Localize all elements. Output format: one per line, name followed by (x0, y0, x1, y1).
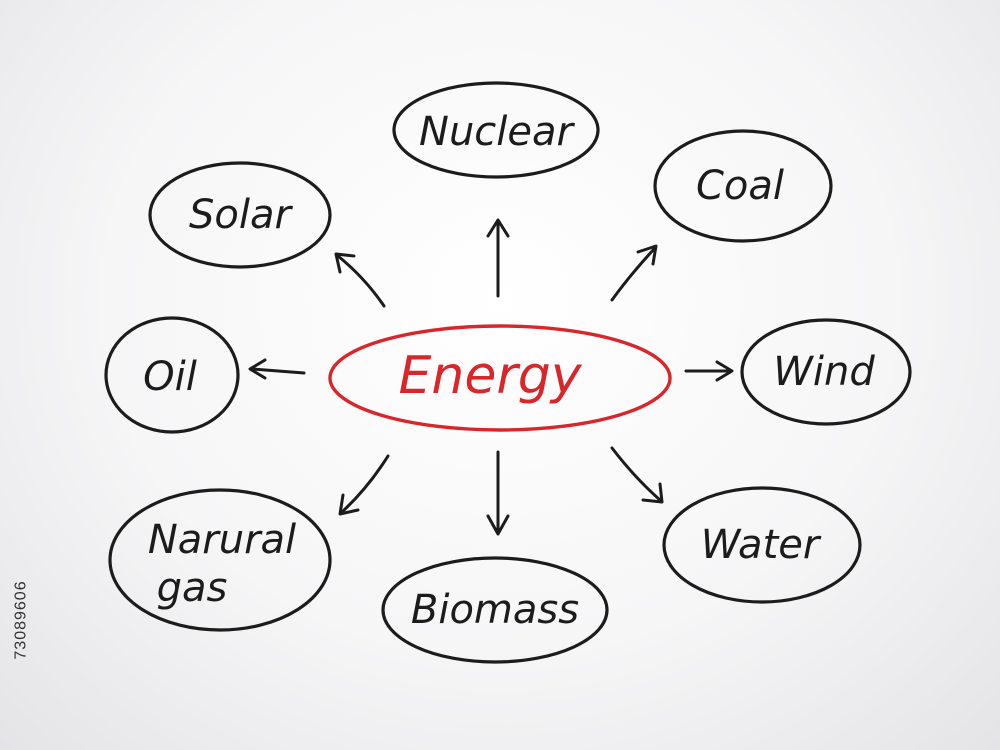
arrow-to-nuclear-head (486, 218, 510, 238)
node-coal: Coal (653, 129, 833, 243)
node-wind-ellipse (740, 318, 912, 426)
node-natural-gas: Narural gas (108, 488, 332, 632)
arrow-to-solar-shaft (336, 254, 386, 308)
node-biomass: Biomass (381, 556, 609, 664)
stock-id-watermark: 73089606 (8, 520, 36, 720)
node-oil-label: Oil (143, 354, 197, 400)
arrow-to-solar-head (334, 252, 356, 274)
stock-id-text: 73089606 (13, 580, 30, 660)
node-biomass-ellipse (381, 556, 609, 664)
node-solar: Solar (148, 161, 332, 269)
node-coal-label: Coal (696, 163, 784, 209)
arrow-to-wind-head (715, 360, 734, 382)
arrow-to-natural-gas-shaft (340, 454, 390, 514)
arrow-to-water (610, 446, 664, 504)
arrow-to-oil (248, 358, 306, 380)
node-nuclear-ellipse (392, 81, 600, 179)
node-biomass-label: Biomass (411, 587, 579, 633)
arrow-to-natural-gas-head (338, 493, 360, 516)
node-water-ellipse (662, 486, 862, 604)
node-water: Water (662, 486, 862, 604)
arrow-to-water-shaft (610, 446, 662, 502)
arrow-to-coal-shaft (610, 246, 657, 302)
node-water-label: Water (701, 522, 822, 568)
center-node-energy: Energy (328, 324, 672, 432)
node-natural-gas-ellipse (108, 488, 332, 632)
arrow-to-coal (610, 244, 658, 302)
arrow-to-natural-gas (338, 454, 390, 516)
node-nuclear: Nuclear (392, 81, 600, 179)
node-wind: Wind (740, 318, 912, 426)
node-oil-ellipse (104, 316, 240, 434)
node-coal-ellipse (653, 129, 833, 243)
arrow-to-water-head (641, 482, 664, 504)
arrow-to-oil-head (248, 358, 267, 380)
node-wind-label: Wind (773, 349, 875, 395)
node-oil: Oil (104, 316, 240, 434)
node-nuclear-label: Nuclear (419, 109, 576, 155)
node-solar-label: Solar (189, 192, 293, 238)
node-natural-gas-label-line1: Narural (148, 517, 296, 563)
center-label: Energy (399, 346, 583, 406)
center-ellipse (328, 324, 672, 432)
arrow-to-wind (684, 360, 734, 382)
arrow-to-biomass (486, 450, 510, 536)
arrow-to-solar (334, 252, 386, 308)
node-solar-ellipse (148, 161, 332, 269)
arrow-to-coal-head (636, 244, 658, 266)
arrow-to-biomass-head (486, 514, 510, 536)
arrow-to-nuclear (486, 218, 510, 298)
node-natural-gas-label-line2: gas (157, 565, 228, 611)
arrow-to-oil-shaft (250, 367, 306, 375)
